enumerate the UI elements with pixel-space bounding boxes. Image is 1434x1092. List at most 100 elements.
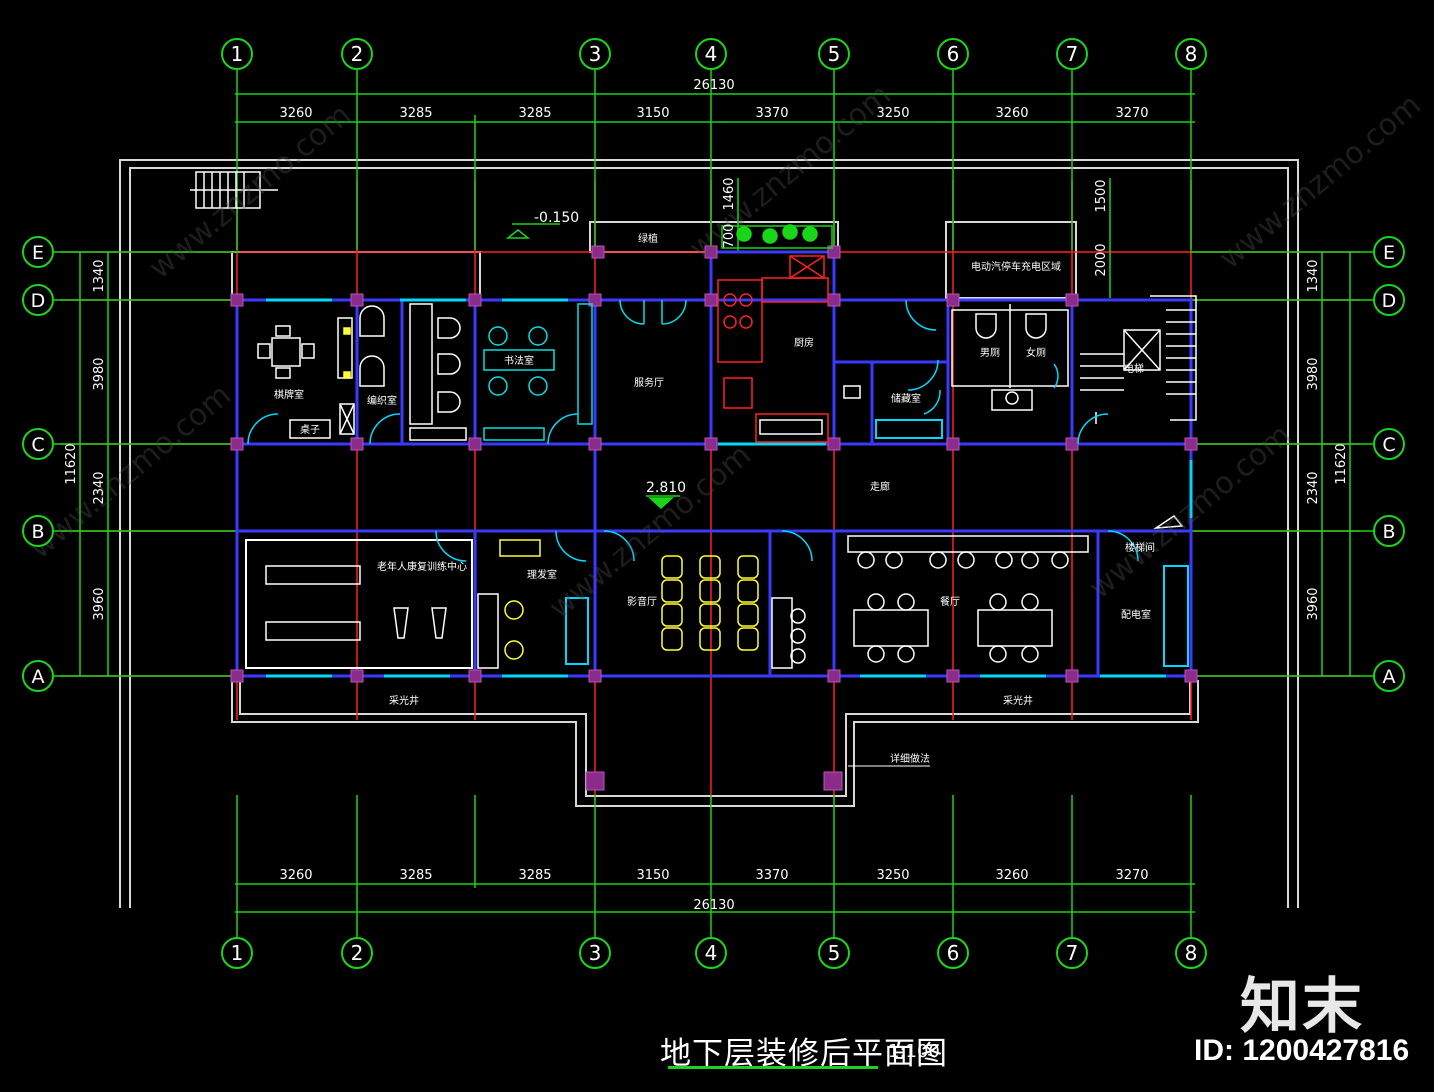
column-axis-bubbles-top [221,38,1207,70]
room-label-power: 配电室 [1121,608,1151,621]
dim-bottom: 3250 [876,868,909,883]
axis-label-col: 6 [947,42,960,66]
axis-label-row: E [1383,242,1395,264]
axis-label-row: C [1382,434,1395,456]
axis-label-row: D [1382,290,1397,312]
row-axis-bubbles [22,236,1405,692]
dim-right: 2340 [1306,471,1321,504]
room-label-chess: 棋牌室 [274,388,304,401]
level-mark: 2.810 [646,480,686,496]
room-label-storage: 储藏室 [891,392,921,405]
column-axis-labels: 1 2 3 4 5 6 7 8 1 2 3 4 5 6 7 8 [231,42,1198,965]
dim-1500: 1500 [1094,179,1109,212]
room-label-elder-rehab: 老年人康复训练中心 [377,560,467,573]
furniture [190,171,1197,669]
axis-label-col: 7 [1066,941,1079,965]
room-label-stair: 电梯 [1124,362,1144,375]
dim-total-top: 26130 [693,78,734,93]
axis-label-col: 1 [231,42,244,66]
dim-top: 3150 [636,106,669,121]
axis-extension-lines [52,70,1374,938]
dim-top: 3250 [876,106,909,121]
dim-left: 3980 [92,357,107,390]
axis-label-col: 5 [828,42,841,66]
room-label-calligraphy: 书法室 [504,354,534,367]
room-label-kitchen: 厨房 [794,336,814,349]
axis-label-row: B [1382,521,1395,543]
column-axis-bubbles-bottom [221,937,1207,969]
dining-tables [847,535,1089,663]
room-label-hair: 理发室 [527,568,557,581]
room-label-men-wc: 男厕 [980,347,1000,359]
room-label-table: 桌子 [300,423,320,436]
axis-label-row: A [1383,666,1396,688]
axis-label-col: 8 [1185,941,1198,965]
dim-right: 1340 [1306,259,1321,292]
room-label-lightwell-right: 采光井 [1003,694,1033,707]
row-axis-labels: E D C B A E D C B A [31,242,1397,688]
dim-left: 2340 [92,471,107,504]
dim-left: 1340 [92,259,107,292]
room-label-lift-machine: 楼梯间 [1125,541,1155,554]
room-labels: 棋牌室 编织室 桌子 书法室 服务厅 厨房 储藏室 男厕 女厕 电梯 走廊 老年… [274,232,1155,765]
dimension-texts: 26130 3260 3285 3285 3150 3370 3250 3260… [64,78,1349,913]
level-mark: -0.150 [534,210,579,226]
axis-label-col: 2 [351,941,364,965]
title-underline [668,1066,878,1069]
brand-logo: 知末 [1240,972,1364,1042]
axis-label-col: 6 [947,941,960,965]
dim-bottom: 3285 [518,868,551,883]
dim-bottom: 3285 [399,868,432,883]
room-label-women-wc: 女厕 [1026,346,1046,359]
dim-right: 3960 [1306,587,1321,620]
svg-text:www.znzmo.com: www.znzmo.com [143,98,358,287]
axis-label-col: 4 [705,941,718,965]
dim-right-total: 11620 [1334,443,1349,484]
room-label-cinema: 影音厅 [627,595,657,608]
axis-label-row: C [31,434,44,456]
stair-symbol-top-left [190,171,278,209]
axis-label-col: 5 [828,941,841,965]
axis-label-row: B [31,521,44,543]
dim-2000: 2000 [1094,243,1109,276]
dim-bottom: 3260 [995,868,1028,883]
room-label-planter: 绿植 [638,232,658,245]
axis-label-col: 3 [589,42,602,66]
dim-top: 3370 [755,106,788,121]
dim-top: 3285 [518,106,551,121]
axis-label-col: 1 [231,941,244,965]
dim-top: 3260 [995,106,1028,121]
windows [266,298,1193,678]
dim-top: 3270 [1115,106,1148,121]
dim-700: 700 [722,224,737,249]
note-label: 详细做法 [890,752,930,765]
room-label-knit: 编织室 [367,394,397,407]
dim-top: 3285 [399,106,432,121]
dim-right: 3980 [1306,357,1321,390]
axis-label-col: 3 [589,941,602,965]
axis-label-col: 2 [351,42,364,66]
drawing-scale: 1:100 [888,1041,940,1062]
dim-bottom: 3150 [636,868,669,883]
room-label-lightwell-left: 采光井 [389,694,419,707]
dim-left: 3960 [92,587,107,620]
columns [230,245,1198,791]
room-label-dining: 餐厅 [940,595,960,608]
dim-total-bottom: 26130 [693,898,734,913]
axis-label-row: A [32,666,45,688]
axis-label-row: E [32,242,44,264]
dim-bottom: 3260 [279,868,312,883]
room-label-parking: 电动汽停车充电区域 [971,260,1061,273]
dim-1460: 1460 [722,177,737,210]
dim-bottom: 3370 [755,868,788,883]
room-label-corridor: 走廊 [870,480,890,493]
brand-id: ID: 1200427816 [1194,1034,1410,1067]
dim-bottom: 3270 [1115,868,1148,883]
axis-label-row: D [31,290,46,312]
cinema-seats [661,555,759,651]
dim-left-total: 11620 [64,443,79,484]
axis-label-col: 8 [1185,42,1198,66]
axis-label-col: 7 [1066,42,1079,66]
dim-top: 3260 [279,106,312,121]
